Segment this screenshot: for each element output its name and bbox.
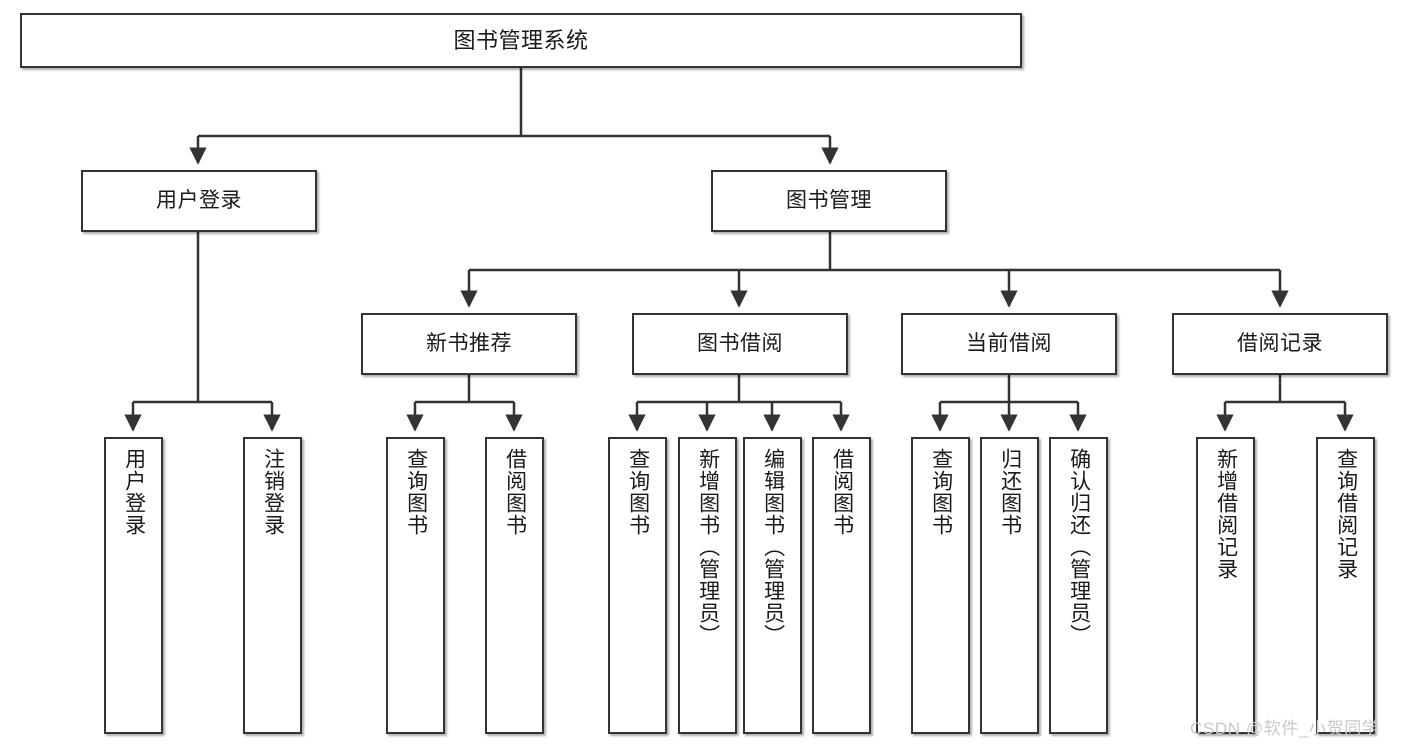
node-label: 查询图书 xyxy=(626,448,650,536)
node-leaf-return-book[interactable]: 归还图书 xyxy=(980,437,1039,734)
node-label: 确认归还（管理员） xyxy=(1067,448,1091,646)
csdn-watermark: CSDN @软件_小贺同学 xyxy=(1190,719,1380,738)
node-leaf-confirm-return[interactable]: 确认归还（管理员） xyxy=(1049,437,1108,734)
node-label: 借阅记录 xyxy=(1237,331,1323,355)
node-label: 查询图书 xyxy=(929,448,953,536)
node-label: 新书推荐 xyxy=(426,331,512,355)
node-label: 查询借阅记录 xyxy=(1334,448,1358,580)
node-leaf-borrow-book-1[interactable]: 借阅图书 xyxy=(485,437,544,734)
node-leaf-borrow-book-2[interactable]: 借阅图书 xyxy=(812,437,871,734)
node-leaf-edit-book[interactable]: 编辑图书（管理员） xyxy=(743,437,802,734)
node-label: 借阅图书 xyxy=(503,448,527,536)
node-leaf-add-book[interactable]: 新增图书（管理员） xyxy=(678,437,737,734)
node-label: 借阅图书 xyxy=(830,448,854,536)
node-label: 编辑图书（管理员） xyxy=(761,448,785,646)
node-leaf-query-book-2[interactable]: 查询图书 xyxy=(608,437,667,734)
node-label: 新增图书（管理员） xyxy=(696,448,720,646)
node-label: 图书管理系统 xyxy=(453,27,589,53)
node-root-book-management-system[interactable]: 图书管理系统 xyxy=(20,13,1022,68)
node-label: 新增借阅记录 xyxy=(1214,448,1238,580)
node-current-borrow[interactable]: 当前借阅 xyxy=(901,313,1117,375)
node-leaf-user-login[interactable]: 用户登录 xyxy=(104,437,163,734)
node-label: 归还图书 xyxy=(998,448,1022,536)
node-label: 图书管理 xyxy=(786,188,872,212)
node-label: 图书借阅 xyxy=(697,331,783,355)
node-leaf-query-book-1[interactable]: 查询图书 xyxy=(386,437,445,734)
node-leaf-query-book-3[interactable]: 查询图书 xyxy=(911,437,970,734)
node-leaf-logout-login[interactable]: 注销登录 xyxy=(243,437,302,734)
node-label: 注销登录 xyxy=(261,448,285,536)
node-user-login[interactable]: 用户登录 xyxy=(81,170,317,232)
node-label: 用户登录 xyxy=(156,188,242,212)
node-label: 当前借阅 xyxy=(966,331,1052,355)
node-new-book-recommend[interactable]: 新书推荐 xyxy=(361,313,577,375)
node-book-management[interactable]: 图书管理 xyxy=(711,170,947,232)
node-leaf-query-borrow-record[interactable]: 查询借阅记录 xyxy=(1316,437,1375,734)
node-leaf-add-borrow-record[interactable]: 新增借阅记录 xyxy=(1196,437,1255,734)
node-label: 查询图书 xyxy=(404,448,428,536)
node-label: 用户登录 xyxy=(122,448,146,536)
node-borrow-record[interactable]: 借阅记录 xyxy=(1172,313,1388,375)
node-book-borrow[interactable]: 图书借阅 xyxy=(632,313,848,375)
